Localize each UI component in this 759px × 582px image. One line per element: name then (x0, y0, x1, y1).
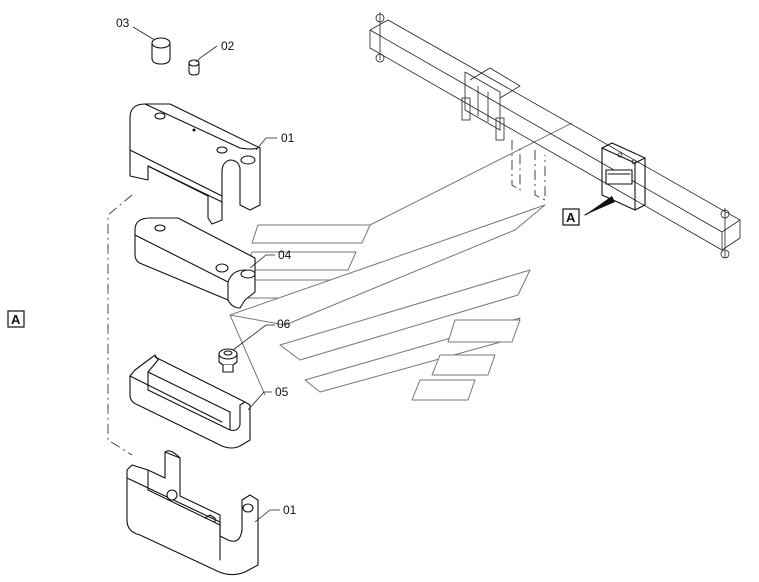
part-04-block (134, 217, 256, 309)
callout-01-top: 01 (281, 131, 295, 145)
frame-assembly-overview (369, 12, 741, 259)
callout-06: 06 (277, 317, 291, 331)
construction-line (107, 194, 133, 456)
callout-02: 02 (221, 39, 235, 53)
part-06-capscrew (218, 348, 238, 373)
callout-04: 04 (278, 248, 292, 262)
part-01-top-housing (129, 103, 261, 225)
detail-ref-box-right: A (562, 208, 580, 226)
background-logo-watermark (229, 122, 573, 401)
part-02-screw (188, 59, 200, 76)
part-05-channel (129, 354, 251, 449)
detail-ref-right-label: A (566, 210, 576, 225)
part-03-cap (151, 37, 171, 65)
detail-arrow (584, 196, 615, 216)
leader-lines (132, 26, 280, 523)
part-01-bottom-housing (126, 450, 259, 576)
detail-ref-left-label: A (11, 312, 21, 327)
callout-03: 03 (116, 16, 130, 30)
callout-01-bottom: 01 (283, 503, 297, 517)
detail-ref-box-left: A (7, 310, 25, 328)
callout-05: 05 (275, 385, 289, 399)
